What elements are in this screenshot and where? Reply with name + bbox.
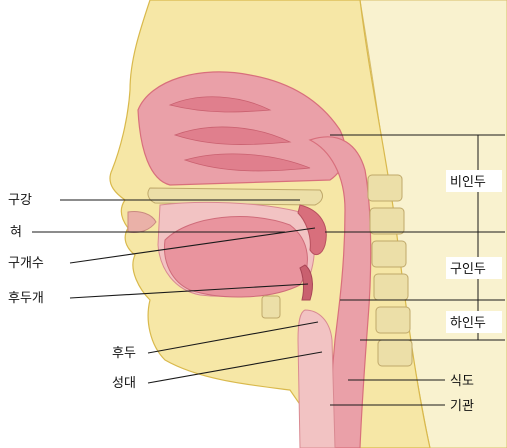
larynx-trachea <box>298 310 335 448</box>
label-oral-cavity: 구강 <box>8 193 32 208</box>
anatomy-illustration <box>110 0 507 448</box>
label-oropharynx: 구인두 <box>450 262 486 277</box>
label-uvula: 구개수 <box>8 256 44 271</box>
label-laryngopharynx: 하인두 <box>450 316 486 331</box>
label-nasopharynx: 비인두 <box>450 175 486 190</box>
hyoid-bone <box>262 296 280 318</box>
label-trachea: 기관 <box>450 399 474 414</box>
label-epiglottis: 후두개 <box>8 291 44 306</box>
label-larynx: 후두 <box>112 346 136 361</box>
label-tongue: 혀 <box>10 225 22 240</box>
label-vocal-cords: 성대 <box>112 376 136 391</box>
hard-palate <box>148 188 323 205</box>
left-labels: 구강 혀 구개수 후두개 후두 성대 <box>8 193 136 391</box>
label-esophagus: 식도 <box>450 374 474 389</box>
